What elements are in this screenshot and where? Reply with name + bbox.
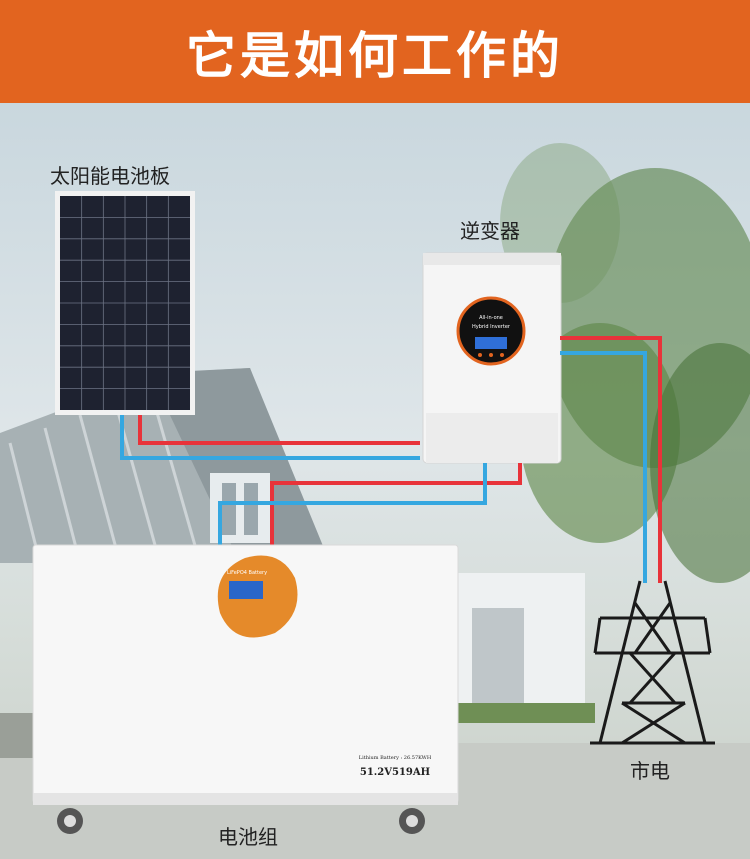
battery-spec-line1: Lithium Battery : 26.57KWH xyxy=(359,755,432,761)
page-title: 它是如何工作的 xyxy=(186,26,564,85)
grid-label: 市电 xyxy=(630,759,670,783)
wiring xyxy=(120,336,662,583)
battery-spec-line2: 51.2V519AH xyxy=(360,767,430,778)
inverter-screen-line2: Hybrid Inverter xyxy=(472,324,511,330)
battery-label: 电池组 xyxy=(218,825,278,849)
battery-badge-text: LiFePO4 Battery xyxy=(227,570,267,576)
battery-cabinet xyxy=(32,544,459,834)
title-banner: 它是如何工作的 xyxy=(0,0,750,103)
power-tower-icon xyxy=(590,580,715,745)
inverter-unit xyxy=(422,252,562,464)
system-diagram: All-in-one Hybrid Inverter LiFePO4 Batte… xyxy=(0,103,750,859)
inverter-screen-line1: All-in-one xyxy=(479,315,503,321)
solar-panel xyxy=(55,191,195,415)
solar-panel-label: 太阳能电池板 xyxy=(50,164,170,188)
inverter-label: 逆变器 xyxy=(460,219,520,243)
